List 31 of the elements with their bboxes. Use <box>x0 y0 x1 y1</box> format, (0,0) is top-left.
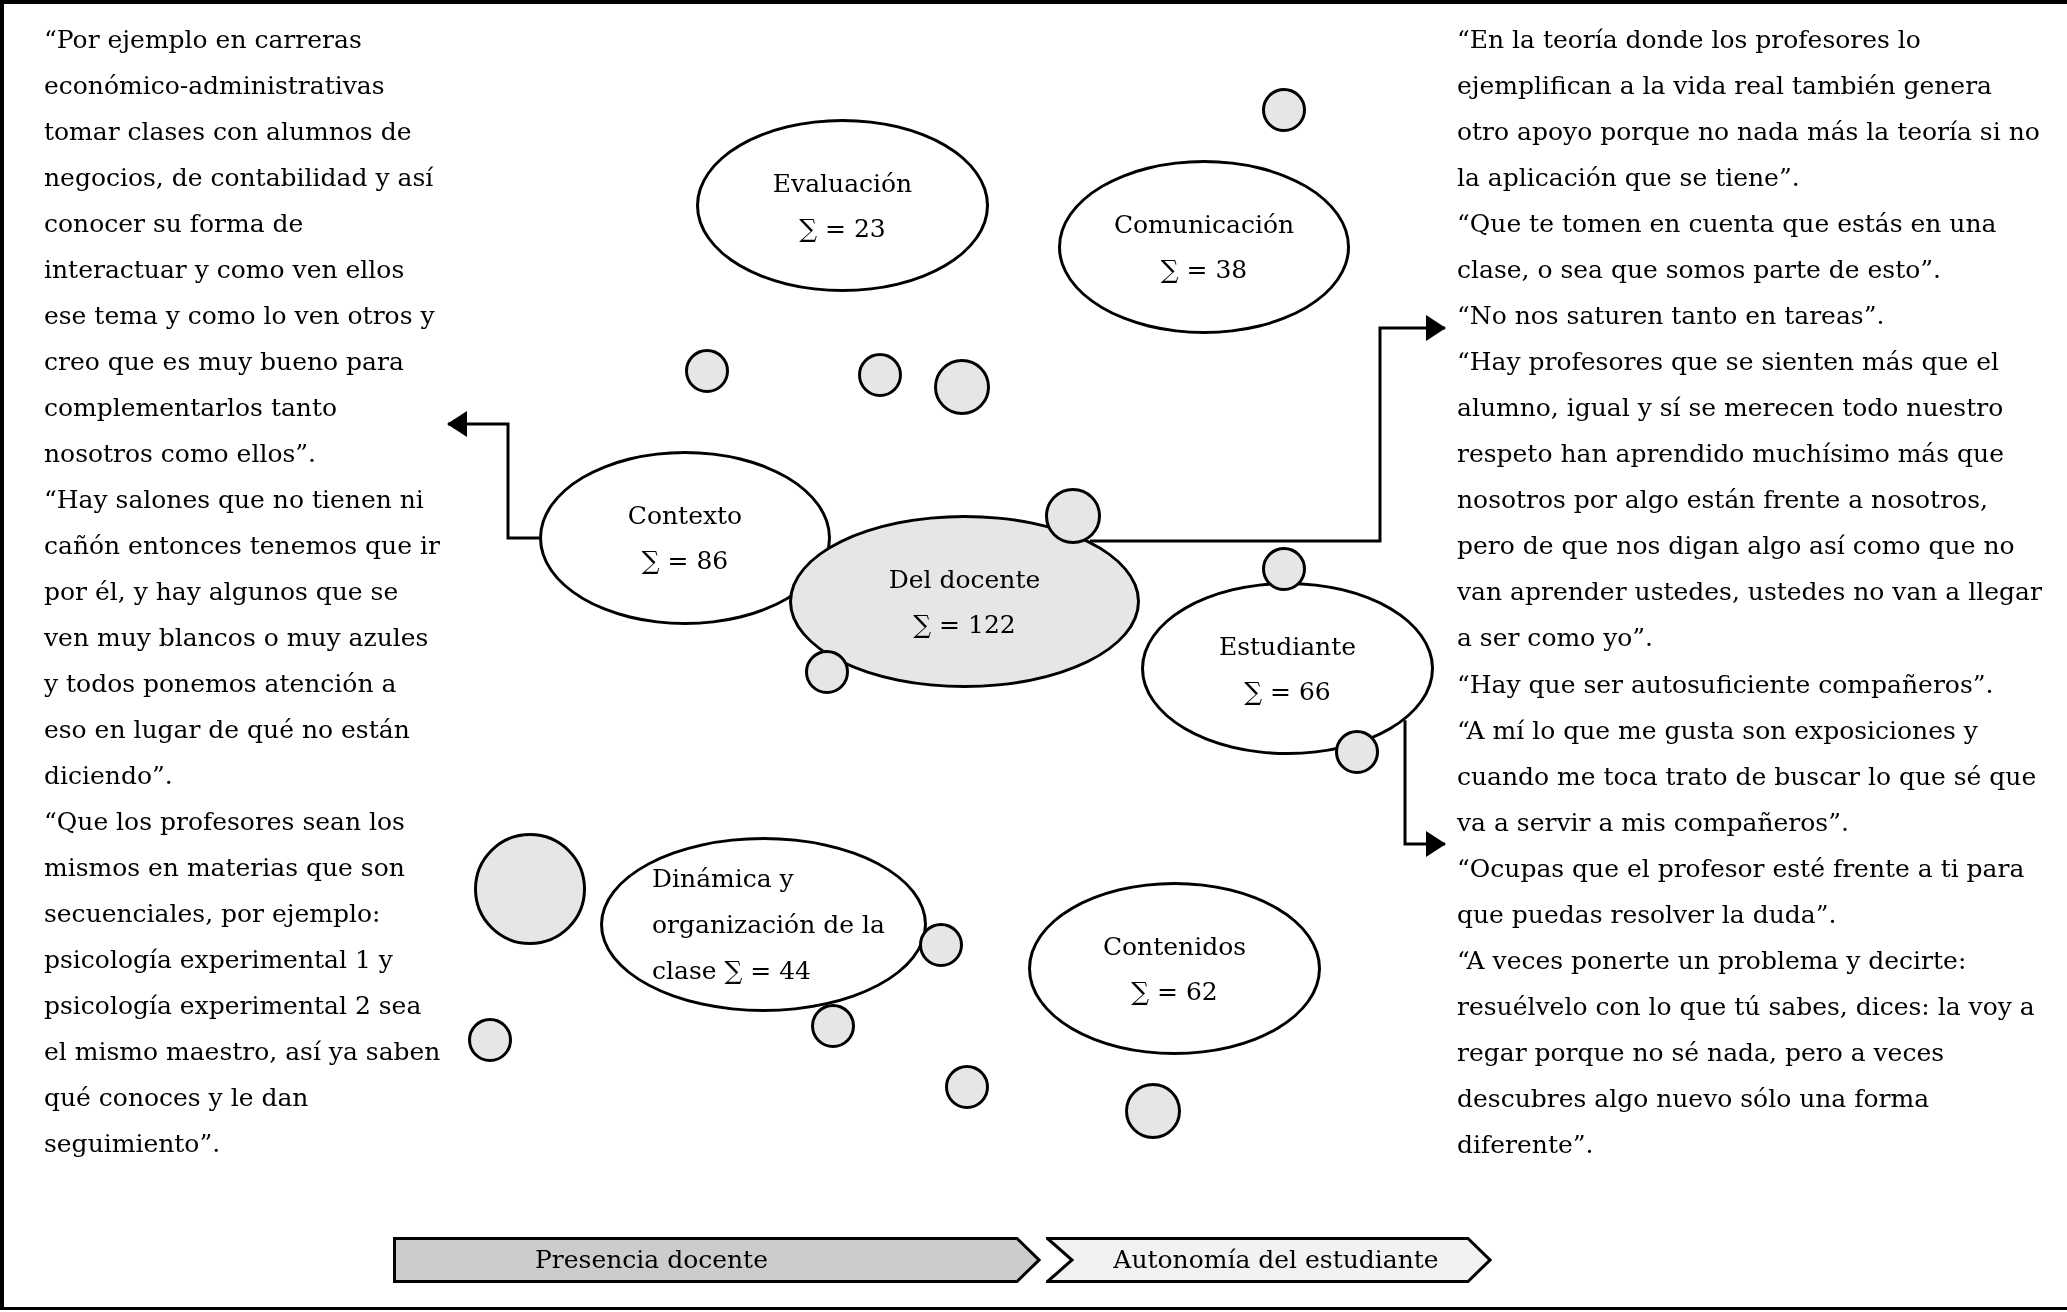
quote-text: “Hay salones que no tienen ni cañón entonces tenemos que ir por él, y hay algunos que se ven muy blancos o muy azules y todos ponemos atención a eso en lugar de qué no están diciendo”. <box>44 484 441 792</box>
category-label: Evaluación <box>772 167 913 200</box>
chevron-band <box>393 1237 1041 1283</box>
elbow-arrow <box>1403 720 1446 857</box>
band-label: Presencia docente <box>535 1245 768 1275</box>
count-label: ∑ = 86 <box>641 545 729 577</box>
count-label: ∑ = 38 <box>1160 254 1248 286</box>
count-label: ∑ = 66 <box>1244 675 1331 708</box>
band-label: Autonomía del estudiante <box>1113 1245 1439 1275</box>
category-label: Comunicación <box>1113 209 1295 241</box>
count-label: ∑ = 23 <box>799 212 886 245</box>
quote-text: “Que los profesores sean los mismos en materias que son secuenciales, por ejemplo: psicología experimental 1 y psicología experimental 2 sea el mismo maestro, así ya saben qué conoces y le dan seguimiento”. <box>44 806 442 1160</box>
quote-text: “Hay profesores que se sienten más que el alumno, igual y sí se merecen todo nuestro respeto han aprendido muchísimo más que nosotros por algo están frente a nosotros, pero de que nos digan algo así como que no van aprender ustedes, ustedes no van a llegar a ser como yo”. <box>1457 346 2043 654</box>
category-label: Del docente <box>888 563 1041 596</box>
category-label: Estudiante <box>1218 630 1357 663</box>
quote-text: “Que te tomen en cuenta que estás en una clase, o sea que somos parte de esto”. <box>1457 208 1998 286</box>
quote-text: “A mí lo que me gusta son exposiciones y cuando me toca trato de buscar lo que sé que va a servir a mis compañeros”. <box>1457 715 2038 839</box>
count-label: ∑ = 62 <box>1131 975 1218 1008</box>
count-label: ∑ = 122 <box>913 608 1016 641</box>
quote-text: “A veces ponerte un problema y decirte: resuélvelo con lo que tú sabes, dices: la voy a regar porque no sé nada, pero a veces descubres algo nuevo sólo una forma diferente”. <box>1457 945 2036 1161</box>
category-label: Contenidos <box>1102 930 1247 963</box>
quote-text: “Ocupas que el profesor esté frente a ti para que puedas resolver la duda”. <box>1457 853 2026 931</box>
category-label: Dinámica y organización de la clase ∑ = 44 <box>652 863 886 987</box>
quote-text: “En la teoría donde los profesores lo ejemplifican a la vida real también genera otro apoyo porque no nada más la teoría si no la aplicación que se tiene”. <box>1457 24 2041 194</box>
chevron-band <box>1046 1237 1492 1283</box>
elbow-arrow <box>447 411 539 540</box>
quote-text: “No nos saturen tanto en tareas”. <box>1457 300 1886 332</box>
category-label: Contexto <box>627 500 743 532</box>
quote-text: “Por ejemplo en carreras económico-administrativas tomar clases con alumnos de negocios, de contabilidad y así conocer su forma de interactuar y como ven ellos ese tema y como lo ven otros y creo que es muy bueno para complementarlos tanto nosotros como ellos”. <box>44 24 436 470</box>
quote-text: “Hay que ser autosuficiente compañeros”. <box>1457 669 1995 701</box>
elbow-arrow <box>1089 315 1446 543</box>
